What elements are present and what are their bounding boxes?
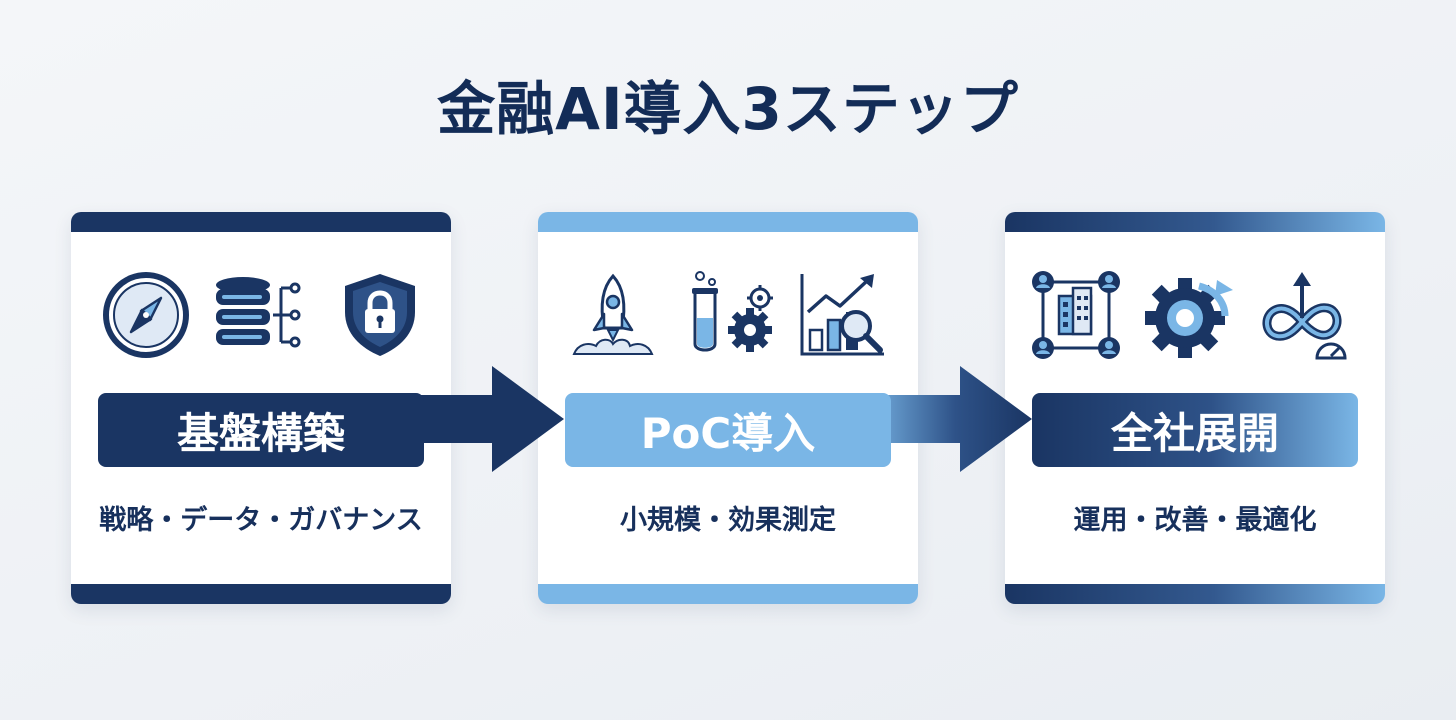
card-bottom-bar (538, 584, 918, 604)
arrow-step2-to-step3 (862, 366, 1032, 472)
database-network-icon (211, 268, 305, 362)
org-network-icon (1029, 268, 1123, 362)
test-tube-gear-icon (686, 268, 780, 362)
step-label-foundation: 基盤構築 (98, 393, 424, 467)
step-label-rollout: 全社展開 (1032, 393, 1358, 467)
rocket-icon (566, 268, 660, 362)
card-top-bar (71, 212, 451, 232)
card-bottom-bar (71, 584, 451, 604)
infinity-gauge-icon (1255, 268, 1349, 362)
step-description-poc: 小規模・効果測定 (620, 505, 836, 536)
step-description-foundation: 戦略・データ・ガバナンス (99, 505, 423, 536)
card-top-bar (538, 212, 918, 232)
card-bottom-bar (1005, 584, 1385, 604)
card-top-bar (1005, 212, 1385, 232)
compass-icon (99, 268, 193, 362)
page-title: 金融AI導入3ステップ (437, 75, 1019, 143)
shield-lock-icon (333, 268, 427, 362)
arrow-step1-to-step2 (384, 366, 564, 472)
step-description-rollout: 運用・改善・最適化 (1073, 505, 1317, 536)
chart-magnifier-icon (796, 268, 890, 362)
gear-cycle-icon (1141, 268, 1235, 362)
step-label-poc: PoC導入 (565, 393, 891, 467)
